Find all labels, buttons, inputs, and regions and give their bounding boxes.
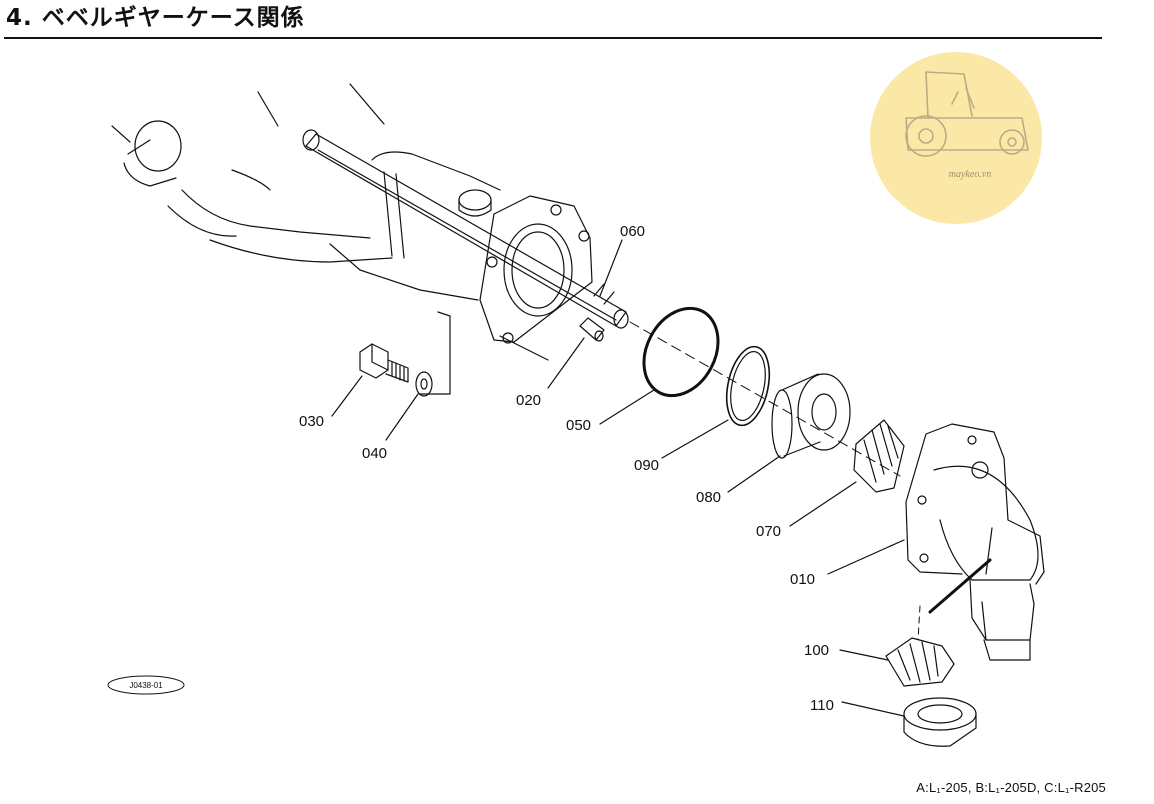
part-label: 060 [620, 223, 645, 240]
pin-020-drawing [579, 317, 605, 342]
gear-axis-line [928, 558, 992, 614]
drawing-code-oval: J0438-01 [107, 675, 185, 695]
tractor-icon [905, 71, 1029, 157]
flange-drawing [479, 195, 593, 344]
part-label: 100 [804, 642, 829, 659]
part-label: 080 [696, 489, 721, 506]
bevel-case-010-drawing [905, 423, 1045, 661]
part-label: 030 [299, 413, 324, 430]
stub-shaft-drawing [111, 83, 385, 187]
watermark-logo: maykeo.vn [870, 52, 1042, 224]
watermark-text: maykeo.vn [949, 169, 991, 180]
part-label: 020 [516, 392, 541, 409]
watermark-circle [870, 52, 1042, 224]
model-applicability-note: A:L₁-205, B:L₁-205D, C:L₁-R205 [916, 780, 1106, 795]
leader-lines [331, 239, 905, 717]
bevel-gear-100-drawing [885, 637, 955, 687]
part-label: 070 [756, 523, 781, 540]
part-label: 050 [566, 417, 591, 434]
flange-lead [499, 335, 549, 361]
ring-090-drawing [725, 345, 771, 427]
drawing-code: J0438-01 [129, 681, 163, 690]
part-callouts: 060 020 050 030 040 090 080 070 010 100 … [299, 223, 834, 714]
page-title: 4. ベベルギヤーケース関係 [6, 5, 305, 31]
bolt-030-drawing [359, 343, 409, 383]
housing-body-drawing [167, 151, 501, 301]
part-label: 040 [362, 445, 387, 462]
washer-040-drawing [415, 371, 433, 397]
bevel-gear-070-drawing [853, 419, 905, 493]
bearing-110-drawing [903, 697, 977, 747]
assembly-axis-line [629, 321, 901, 477]
part-label: 110 [810, 697, 834, 714]
oring-050-drawing [642, 306, 720, 398]
part-label: 090 [634, 457, 659, 474]
bearing-080-drawing [771, 373, 851, 459]
bolt-bracket-lead [419, 311, 451, 395]
title-underline [4, 37, 1102, 39]
part-label: 010 [790, 571, 815, 588]
